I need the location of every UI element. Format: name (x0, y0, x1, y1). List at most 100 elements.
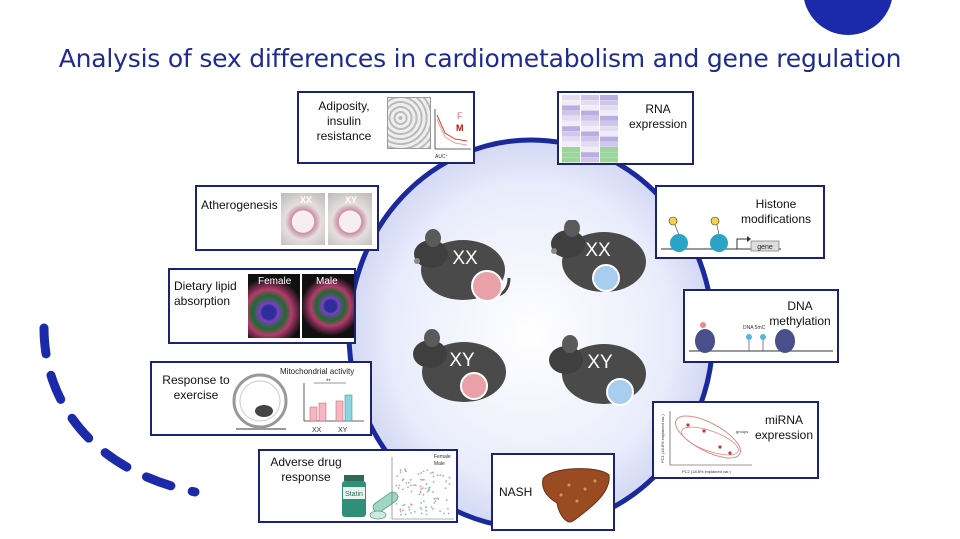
volcano-point (414, 484, 417, 486)
chart-f-label: F (457, 111, 463, 121)
volcano-point (448, 476, 451, 479)
atherogenesis-box: Atherogenesis XX XY (195, 185, 379, 251)
nash-box: NASH (491, 453, 615, 531)
heatmap-cell (581, 105, 599, 111)
heatmap-cell (562, 110, 580, 116)
exercise-box: Response to exercise Mitochondrial activ… (150, 361, 372, 436)
heatmap-cell (581, 141, 599, 147)
volcano-point (423, 478, 425, 481)
dna-diagram: DNA 5mC (689, 322, 833, 353)
volcano-point (410, 512, 412, 514)
drug-label: Adverse drug response (270, 455, 342, 484)
heatmap-cell (581, 100, 599, 106)
volcano-point (432, 481, 435, 483)
volcano-point (424, 487, 427, 490)
heatmap-cell (581, 110, 599, 116)
volcano-point (433, 502, 436, 504)
exercise-chart: ** XX XY (303, 379, 364, 434)
volcano-point (423, 500, 425, 503)
heatmap-cell (562, 141, 580, 147)
exercise-label: Response to exercise (162, 373, 230, 402)
adiposity-box: Adiposity, insulin resistance F M AUC⁺ (297, 91, 475, 164)
heatmap-cell (581, 126, 599, 132)
exercise-sig-label: ** (326, 379, 331, 385)
volcano-point (404, 469, 407, 472)
heatmap-cell (581, 147, 599, 152)
volcano-point (413, 484, 415, 487)
volcano-point (443, 512, 445, 515)
mouse-xx-female: XX (414, 229, 511, 302)
mouse-label-1: XX (452, 248, 478, 269)
heatmap-cell (600, 147, 618, 152)
exercise-x1: XX (312, 427, 322, 434)
drug-legend-female: Female (434, 454, 451, 460)
histone-diagram: gene (661, 216, 781, 252)
volcano-point (418, 493, 421, 496)
volcano-point (439, 474, 442, 477)
volcano-point (425, 483, 428, 486)
chart-m-label: M (456, 123, 464, 133)
volcano-point (417, 473, 420, 475)
volcano-point (403, 503, 406, 506)
volcano-point (428, 489, 430, 492)
statin-bottle-icon (342, 475, 399, 520)
heatmap-cell (562, 115, 580, 121)
volcano-point (425, 506, 427, 509)
lipid-image-female (248, 274, 300, 338)
volcano-point (408, 506, 410, 509)
chart-axis-label: AUC⁺ (435, 154, 449, 160)
volcano-point (445, 499, 448, 502)
heatmap-cell (562, 100, 580, 106)
exercise-chart-title: Mitochondrial activity (280, 367, 355, 376)
adiposity-label: Adiposity, insulin resistance (316, 99, 372, 143)
heatmap-cell (562, 136, 580, 142)
volcano-point (421, 479, 424, 481)
volcano-point (431, 471, 434, 474)
volcano-point (410, 490, 413, 493)
volcano-point (425, 513, 428, 516)
heatmap-cell (581, 136, 599, 142)
corner-decoration (804, 0, 892, 35)
volcano-point (420, 472, 423, 474)
volcano-point (420, 502, 423, 504)
heatmap-cell (600, 100, 618, 106)
lipid-label: Dietary lipid absorption (174, 279, 237, 308)
volcano-point (402, 478, 405, 481)
volcano-point (404, 513, 407, 516)
volcano-point (425, 509, 428, 512)
mouse-label-4: XY (587, 352, 613, 373)
volcano-point (399, 508, 402, 511)
volcano-point (422, 493, 425, 496)
lipid-female-label: Female (258, 276, 292, 287)
volcano-point (426, 469, 428, 471)
volcano-point (447, 507, 449, 510)
heatmap-cell (581, 157, 599, 163)
mouse-xy-male: XY (549, 335, 646, 406)
heatmap-cell (562, 131, 580, 137)
adiposity-histology-image (387, 97, 431, 149)
volcano-point (442, 474, 445, 477)
volcano-point (401, 488, 404, 491)
volcano-point (430, 472, 432, 474)
lipid-image-male (302, 274, 354, 338)
volcano-point (396, 495, 399, 498)
volcano-point (395, 502, 398, 505)
atherogenesis-label: Atherogenesis (201, 198, 278, 212)
heatmap-cell (562, 126, 580, 132)
heatmap-cell (600, 105, 618, 111)
dna-mark-label: DNA 5mC (743, 325, 766, 331)
volcano-point (402, 504, 404, 507)
volcano-point (432, 491, 434, 493)
volcano-point (398, 484, 401, 487)
drug-volcano-plot (391, 457, 454, 520)
lipid-male-label: Male (316, 276, 338, 287)
volcano-point (420, 508, 423, 510)
volcano-point (420, 512, 423, 515)
volcano-point (419, 506, 422, 509)
volcano-point (435, 497, 437, 500)
rna-label: RNA expression (628, 102, 688, 131)
nash-label: NASH (499, 485, 533, 499)
volcano-point (422, 470, 425, 473)
volcano-point (414, 510, 416, 513)
